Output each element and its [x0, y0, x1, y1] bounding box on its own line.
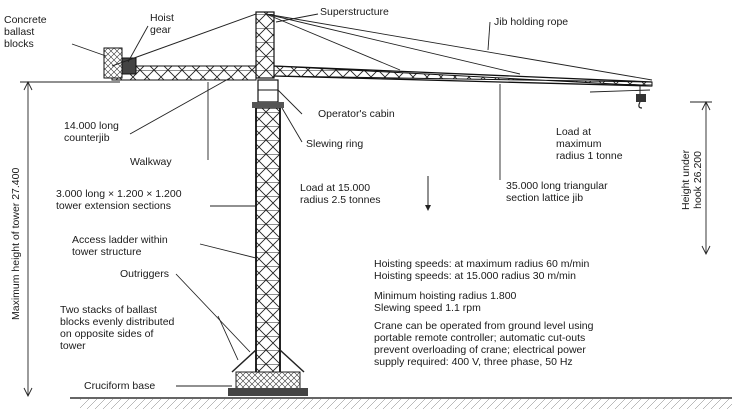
label-concrete-ballast: Concrete ballast blocks: [4, 14, 47, 50]
label-max-height: Maximum height of tower 27.400: [10, 167, 22, 320]
jib-ropes: [265, 13, 653, 81]
label-outriggers: Outriggers: [120, 268, 170, 280]
label-slewing-ring: Slewing ring: [306, 138, 364, 150]
label-ballast-stacks: Two stacks of ballast blocks evenly dist…: [60, 304, 175, 352]
label-cruciform-base: Cruciform base: [84, 380, 156, 392]
spec-min-radius: Minimum hoisting radius 1.800 Slewing sp…: [374, 290, 517, 314]
operator-cabin: [252, 79, 284, 108]
ground-line: [70, 397, 732, 409]
label-walkway: Walkway: [130, 156, 172, 168]
label-jib-holding-rope: Jib holding rope: [494, 16, 569, 28]
hook-block: [636, 86, 646, 109]
label-superstructure: Superstructure: [320, 6, 389, 18]
label-access-ladder: Access ladder within tower structure: [72, 234, 168, 258]
label-load-15000: Load at 15.000 radius 2.5 tonnes: [300, 182, 381, 206]
hook-height-dimension: [690, 100, 712, 256]
label-counterjib: 14.000 long counterjib: [64, 120, 119, 144]
label-load-max-radius: Load at maximum radius 1 tonne: [556, 126, 623, 162]
counterjib-frame: [103, 13, 257, 81]
leader-lines: [71, 13, 651, 387]
label-hoist-gear: Hoist gear: [150, 12, 174, 36]
tower-mast: [255, 107, 281, 395]
max-height-dimension: [20, 80, 120, 398]
jib-frame: [273, 65, 653, 87]
label-operators-cabin: Operator's cabin: [318, 108, 395, 120]
spec-hoisting-speeds: Hoisting speeds: at maximum radius 60 m/…: [374, 258, 590, 282]
label-tower-sections: 3.000 long × 1.200 × 1.200 tower extensi…: [56, 188, 182, 212]
spec-operation: Crane can be operated from ground level …: [374, 320, 594, 368]
cruciform-base: [228, 349, 308, 396]
label-triangular-jib: 35.000 long triangular section lattice j…: [506, 180, 608, 204]
superstructure-frame: [255, 11, 275, 79]
label-height-under-hook: Height under hook 26.200: [680, 149, 704, 210]
